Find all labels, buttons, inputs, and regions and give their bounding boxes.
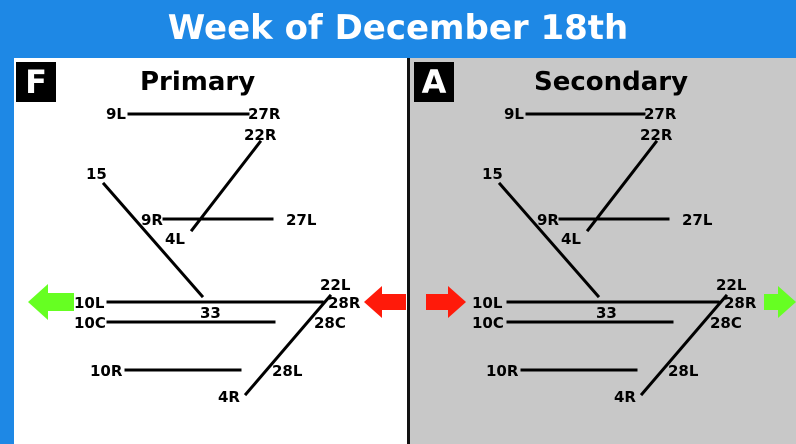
label-28L: 28L	[668, 362, 699, 380]
label-22R: 22R	[244, 126, 277, 144]
header-bar: Week of December 18th	[0, 0, 796, 58]
label-28C: 28C	[710, 314, 742, 332]
label-9L: 9L	[504, 105, 524, 123]
primary-title: Primary	[140, 67, 256, 97]
label-10R: 10R	[486, 362, 519, 380]
label-28L: 28L	[272, 362, 303, 380]
runway-22R-4L	[189, 139, 263, 233]
runway-22L-4R	[243, 293, 333, 397]
label-9R: 9R	[537, 211, 559, 229]
label-22L: 22L	[716, 276, 747, 294]
arrival-arrow-icon	[426, 286, 466, 318]
label-4L: 4L	[561, 230, 581, 248]
primary-runway-diagram: 9L 27R 22R 15 9R 27L 4L 22L 10L 28R 33 1…	[74, 105, 406, 406]
label-28C: 28C	[314, 314, 346, 332]
primary-letter-badge: F	[16, 62, 56, 102]
label-10L: 10L	[472, 294, 503, 312]
label-10C: 10C	[74, 314, 106, 332]
label-4R: 4R	[218, 388, 240, 406]
secondary-panel: A Secondary 9L 27R 22R 15 9R	[410, 58, 796, 444]
page-title: Week of December 18th	[167, 8, 629, 48]
secondary-letter-badge: A	[414, 62, 454, 102]
arrival-arrow-icon	[364, 286, 406, 318]
secondary-title: Secondary	[534, 67, 689, 97]
runway-22L-4R	[639, 293, 729, 397]
label-9R: 9R	[141, 211, 163, 229]
label-27R: 27R	[644, 105, 677, 123]
runway-15-33	[497, 181, 601, 299]
label-15: 15	[86, 165, 107, 183]
label-27L: 27L	[286, 211, 317, 229]
departure-arrow-icon	[28, 284, 74, 320]
label-28R: 28R	[328, 294, 361, 312]
departure-arrow-icon	[764, 286, 796, 318]
label-27R: 27R	[248, 105, 281, 123]
label-27L: 27L	[682, 211, 713, 229]
label-4L: 4L	[165, 230, 185, 248]
runway-22R-4L	[585, 139, 659, 233]
label-22L: 22L	[320, 276, 351, 294]
label-22R: 22R	[640, 126, 673, 144]
label-33: 33	[200, 304, 221, 322]
label-9L: 9L	[106, 105, 126, 123]
primary-panel: F Primary 9L 27R 22R 15 9R 27L	[14, 58, 410, 444]
label-10C: 10C	[472, 314, 504, 332]
label-4R: 4R	[614, 388, 636, 406]
label-28R: 28R	[724, 294, 757, 312]
label-10L: 10L	[74, 294, 105, 312]
runway-15-33	[101, 181, 205, 299]
label-10R: 10R	[90, 362, 123, 380]
label-33: 33	[596, 304, 617, 322]
secondary-runway-diagram: 9L 27R 22R 15 9R 27L 4L 22L 10L 28R 33 1…	[426, 105, 796, 406]
label-15: 15	[482, 165, 503, 183]
